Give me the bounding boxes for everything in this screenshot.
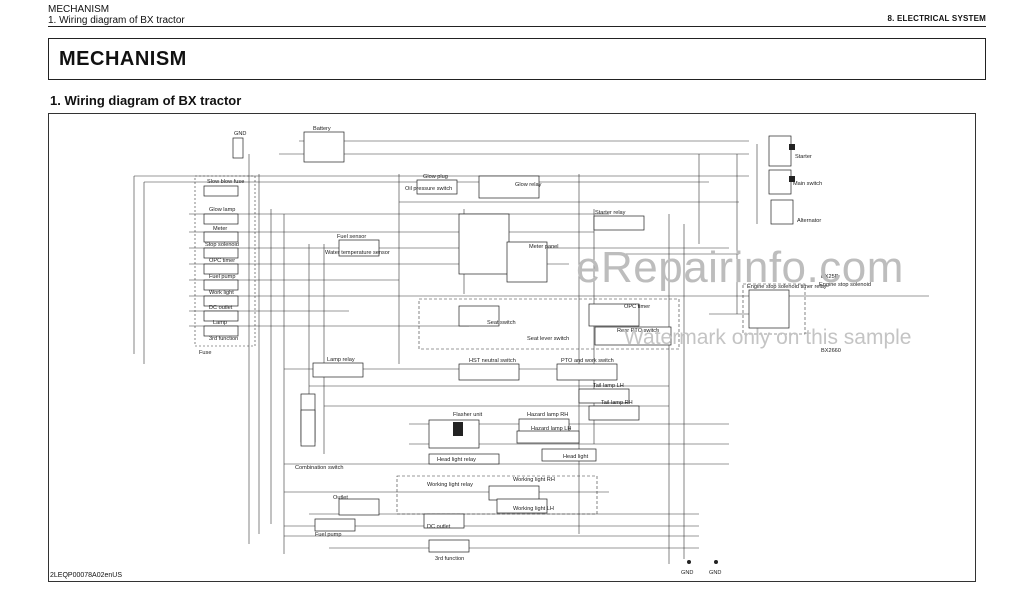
- watermark-main: eRepairinfo.com: [576, 243, 904, 292]
- label-lamp: Lamp: [213, 320, 227, 326]
- label-fuel-pump-bottom: Fuel pump: [315, 532, 341, 538]
- label-tail-lamp-lh: Tail lamp LH: [593, 383, 624, 389]
- label-hazard-lamp-lh: Hazard lamp LH: [531, 426, 571, 432]
- label-seat-switch: Seat switch: [487, 320, 516, 326]
- label-engine-stop-relay: Engine stop solenoid timer relay: [747, 284, 827, 290]
- label-fuse: Fuse: [199, 350, 211, 356]
- label-stop-solenoid: Stop solenoid: [205, 242, 239, 248]
- label-gnd-top: GND: [234, 131, 246, 137]
- label-model-a: BX25D: [821, 274, 839, 280]
- label-dc-outlet-bottom: DC outlet: [427, 524, 451, 530]
- label-working-light-relay: Working light relay: [427, 482, 473, 488]
- label-starter: Starter: [795, 154, 812, 160]
- label-working-light-lh: Working light LH: [513, 506, 554, 512]
- label-opc-timer-left: OPC timer: [209, 258, 235, 264]
- label-third-function: 3rd function: [209, 336, 238, 342]
- label-head-light-relay: Head light relay: [437, 457, 476, 463]
- label-head-light: Head light: [563, 454, 589, 460]
- label-flasher-unit: Flasher unit: [453, 412, 483, 418]
- document-id: 2LEQP00078A02enUS: [50, 572, 122, 579]
- label-work-light: Work light: [209, 290, 234, 296]
- label-outlet: Outlet: [333, 495, 348, 501]
- label-fuel-pump: Fuel pump: [209, 274, 235, 280]
- label-glow-lamp: Glow lamp: [209, 207, 235, 213]
- terminal-marks: [453, 144, 795, 564]
- label-fuel-sensor: Fuel sensor: [337, 234, 366, 240]
- label-starter-relay: Starter relay: [595, 210, 626, 216]
- label-glow-relay: Glow relay: [515, 182, 542, 188]
- header-section: 8. ELECTRICAL SYSTEM: [887, 14, 986, 23]
- header-divider: [48, 26, 986, 27]
- label-alternator: Alternator: [797, 218, 821, 224]
- label-working-light-rh: Working light RH: [513, 477, 555, 483]
- header-subsection: 1. Wiring diagram of BX tractor: [48, 15, 185, 26]
- watermark-sub: Watermark only on this sample: [624, 326, 912, 349]
- label-engine-stop-solenoid: Engine stop solenoid: [819, 282, 871, 288]
- label-slow-blow-fuse: Slow blow fuse: [207, 179, 244, 185]
- label-rear-pto-switch: Rear PTO switch: [617, 328, 659, 334]
- label-tail-lamp-rh: Tail lamp RH: [601, 400, 633, 406]
- label-third-function-bottom: 3rd function: [435, 556, 464, 562]
- label-seat-lever-switch: Seat lever switch: [527, 336, 569, 342]
- label-water-temp-sensor: Water temperature sensor: [325, 250, 390, 256]
- label-combination-switch: Combination switch: [295, 465, 344, 471]
- wire-harness: [133, 140, 929, 564]
- running-header: MECHANISM 1. Wiring diagram of BX tracto…: [48, 4, 185, 26]
- label-main-switch: Main switch: [793, 181, 822, 187]
- label-gnd-bottom-1: GND: [681, 570, 693, 576]
- wiring-diagram-svg: GND Battery Starter Main switch Alternat…: [133, 126, 929, 576]
- label-meter: Meter: [213, 226, 227, 232]
- label-battery: Battery: [313, 126, 331, 132]
- component-labels: GND Battery Starter Main switch Alternat…: [199, 126, 871, 576]
- label-hst-neutral-switch: HST neutral switch: [469, 358, 516, 364]
- label-pto-switch: PTO and work switch: [561, 358, 614, 364]
- label-dc-outlet: DC outlet: [209, 305, 233, 311]
- label-model-b: BX2660: [821, 348, 841, 354]
- label-oil-pressure-switch: Oil pressure switch: [405, 186, 452, 192]
- wiring-diagram: GND Battery Starter Main switch Alternat…: [48, 113, 976, 582]
- header-chapter: MECHANISM: [48, 4, 110, 15]
- label-gnd-bottom-2: GND: [709, 570, 721, 576]
- label-lamp-relay: Lamp relay: [327, 357, 355, 363]
- label-meter-panel: Meter panel: [529, 244, 559, 250]
- page-title-box: MECHANISM: [48, 38, 986, 80]
- section-title: 1. Wiring diagram of BX tractor: [50, 93, 242, 108]
- component-boxes: [203, 131, 794, 553]
- label-opc-timer-right: OPC timer: [624, 304, 650, 310]
- label-hazard-lamp-rh: Hazard lamp RH: [527, 412, 568, 418]
- page-title: MECHANISM: [59, 48, 187, 70]
- label-glow-plug: Glow plug: [423, 174, 448, 180]
